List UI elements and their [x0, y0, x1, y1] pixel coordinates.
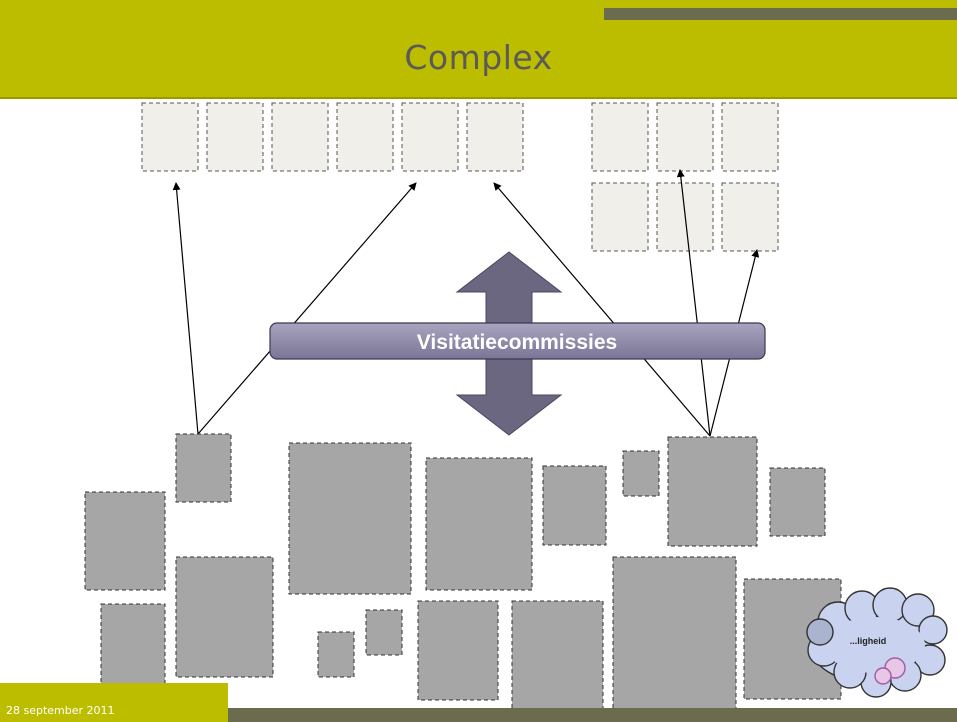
- top-box: [591, 102, 649, 172]
- connector-arrows: [172, 169, 760, 437]
- arrow-line: [676, 169, 711, 437]
- header-accent-bar: [604, 8, 957, 20]
- header-divider: [0, 97, 957, 99]
- cloud-icon: [806, 587, 948, 698]
- bottom-boxes: [84, 433, 842, 715]
- arrow-line: [172, 182, 199, 435]
- banner-label: Visitatiecommissies: [417, 331, 617, 354]
- bottom-box: [288, 442, 412, 595]
- footer-date: 28 september 2011: [6, 704, 115, 717]
- top-box: [466, 102, 524, 172]
- bottom-box: [175, 433, 232, 503]
- top-box: [721, 102, 779, 172]
- visitatiecommissies-banner: Visitatiecommissies: [269, 322, 766, 360]
- bottom-box: [542, 465, 607, 546]
- top-box: [721, 182, 779, 252]
- bottom-box: [84, 491, 166, 591]
- bottom-box: [622, 450, 660, 497]
- top-box: [336, 102, 394, 172]
- bottom-box: [511, 600, 604, 715]
- top-box: [206, 102, 264, 172]
- slide-title: Complex: [404, 38, 553, 77]
- arrow-line: [197, 182, 417, 435]
- bottom-box: [317, 631, 355, 678]
- top-box: [271, 102, 329, 172]
- bottom-box: [100, 603, 166, 685]
- bottom-box: [175, 556, 274, 678]
- bottom-box: [769, 467, 826, 537]
- top-box: [141, 102, 199, 172]
- top-box: [591, 182, 649, 252]
- bottom-box: [612, 556, 737, 710]
- top-box: [401, 102, 459, 172]
- bottom-box: [667, 436, 758, 547]
- bottom-box: [417, 600, 499, 701]
- bottom-box: [425, 457, 533, 591]
- arrow-line: [493, 182, 711, 437]
- footer-date-box: [0, 683, 228, 722]
- top-box: [656, 102, 714, 172]
- top-boxes: [141, 102, 779, 252]
- footer-accent-bar: [228, 708, 957, 722]
- bottom-box: [365, 609, 403, 656]
- cloud-label: ...ligheid: [850, 636, 887, 646]
